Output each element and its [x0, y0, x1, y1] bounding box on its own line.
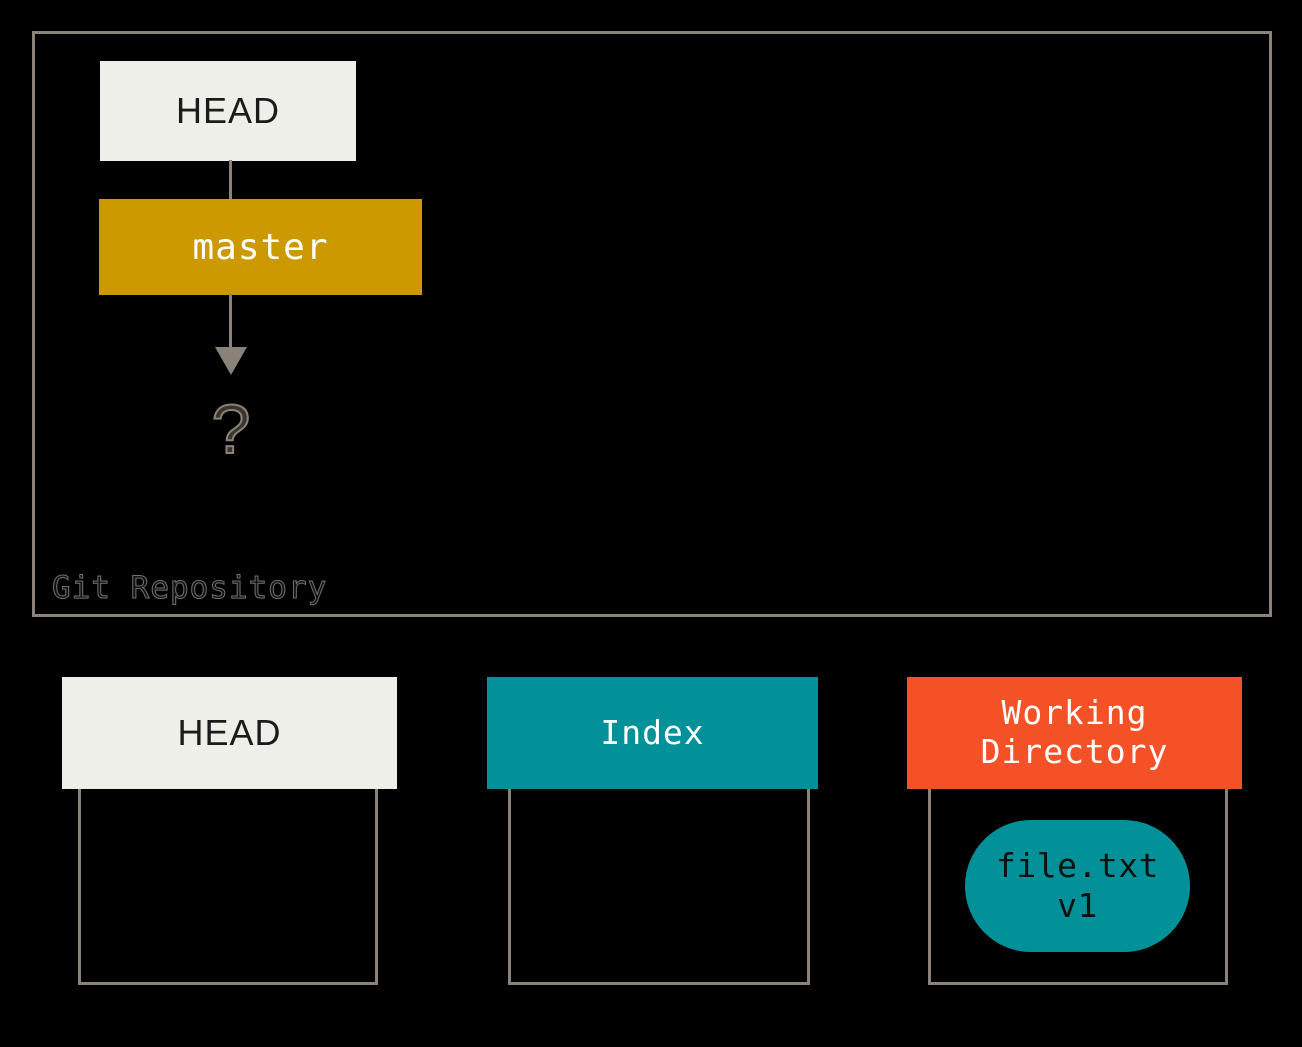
area-header-index-label: Index	[600, 712, 705, 752]
area-body-index	[508, 789, 810, 985]
file-blob-version: v1	[1057, 886, 1098, 925]
repo-branch-master-box[interactable]: master	[99, 199, 422, 295]
git-repository-container	[32, 31, 1272, 617]
working-directory-file-blob[interactable]: file.txt v1	[965, 820, 1190, 952]
file-blob-name: file.txt	[996, 846, 1159, 886]
unknown-commit-question-mark: ?	[211, 390, 252, 468]
area-header-index[interactable]: Index	[487, 677, 818, 789]
area-body-head	[78, 789, 378, 985]
area-header-working-directory-line2: Directory	[980, 732, 1169, 771]
area-header-head[interactable]: HEAD	[62, 677, 397, 789]
git-repository-label: Git Repository	[51, 570, 328, 607]
area-header-working-directory-label: Working Directory	[980, 693, 1169, 772]
area-header-working-directory[interactable]: Working Directory	[907, 677, 1242, 789]
repo-branch-master-label: master	[192, 226, 329, 268]
connector-head-to-master	[229, 160, 232, 201]
area-header-working-directory-line1: Working	[1001, 693, 1148, 733]
repo-head-ref-label: HEAD	[175, 90, 281, 131]
connector-master-to-commit	[229, 294, 232, 349]
repo-head-ref-box[interactable]: HEAD	[100, 61, 356, 161]
arrow-down-icon	[215, 347, 247, 375]
area-body-working-directory	[928, 789, 1228, 985]
area-header-head-label: HEAD	[177, 711, 282, 753]
